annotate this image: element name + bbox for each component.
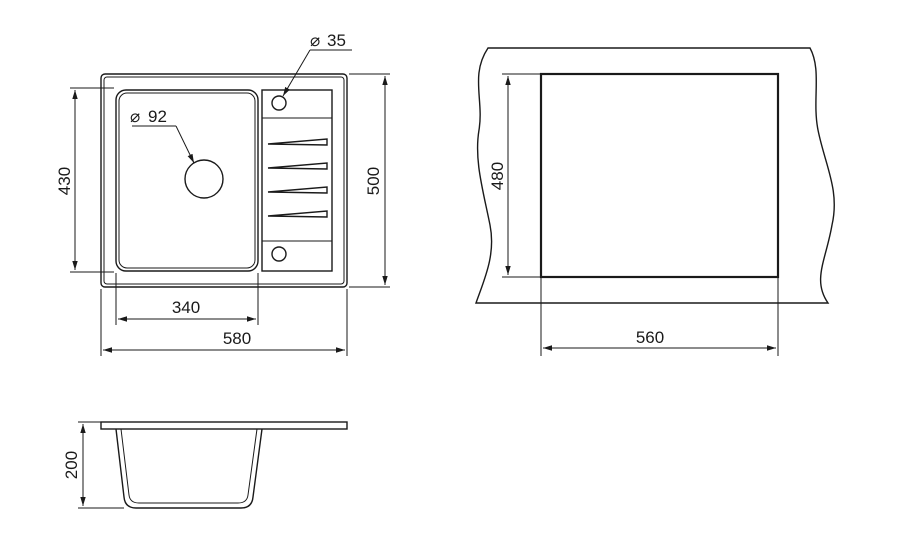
tap-diameter-label: 35 (327, 31, 346, 50)
total-height-label: 500 (364, 167, 383, 195)
cutout-width-label: 560 (636, 328, 664, 347)
total-width-label: 580 (223, 329, 251, 348)
drainboard (261, 89, 333, 272)
bowl-width-label: 340 (172, 298, 200, 317)
countertop-outline (475, 47, 835, 304)
cutout-rectangle (539, 72, 780, 279)
sink-inner-rim (103, 76, 345, 285)
drainboard-groove (267, 210, 328, 218)
sink-outer-rim (100, 73, 348, 288)
tap-hole (271, 95, 287, 111)
sink-rim-profile (100, 421, 348, 430)
top-view: ⌀ 92 ⌀ 35 430 500 340 580 (55, 31, 390, 356)
drain-diameter-label: 92 (148, 107, 167, 126)
cutout-height-label: 480 (488, 162, 507, 190)
tap-diameter-symbol: ⌀ (310, 31, 320, 50)
drainboard-groove (267, 162, 328, 170)
bowl-height-label: 430 (55, 167, 74, 195)
drain-diameter-symbol: ⌀ (130, 107, 140, 126)
sink-bowl (115, 89, 259, 272)
drainboard-groove (267, 138, 328, 146)
drain-hole (184, 159, 224, 199)
sink-bowl-inner (118, 92, 256, 269)
sink-bowl-profile (115, 428, 263, 509)
overflow-hole (271, 246, 287, 262)
depth-label: 200 (62, 451, 81, 479)
side-section: 200 (62, 421, 348, 509)
drainboard-groove (267, 186, 328, 194)
cutout-view: 480 560 (475, 47, 835, 356)
